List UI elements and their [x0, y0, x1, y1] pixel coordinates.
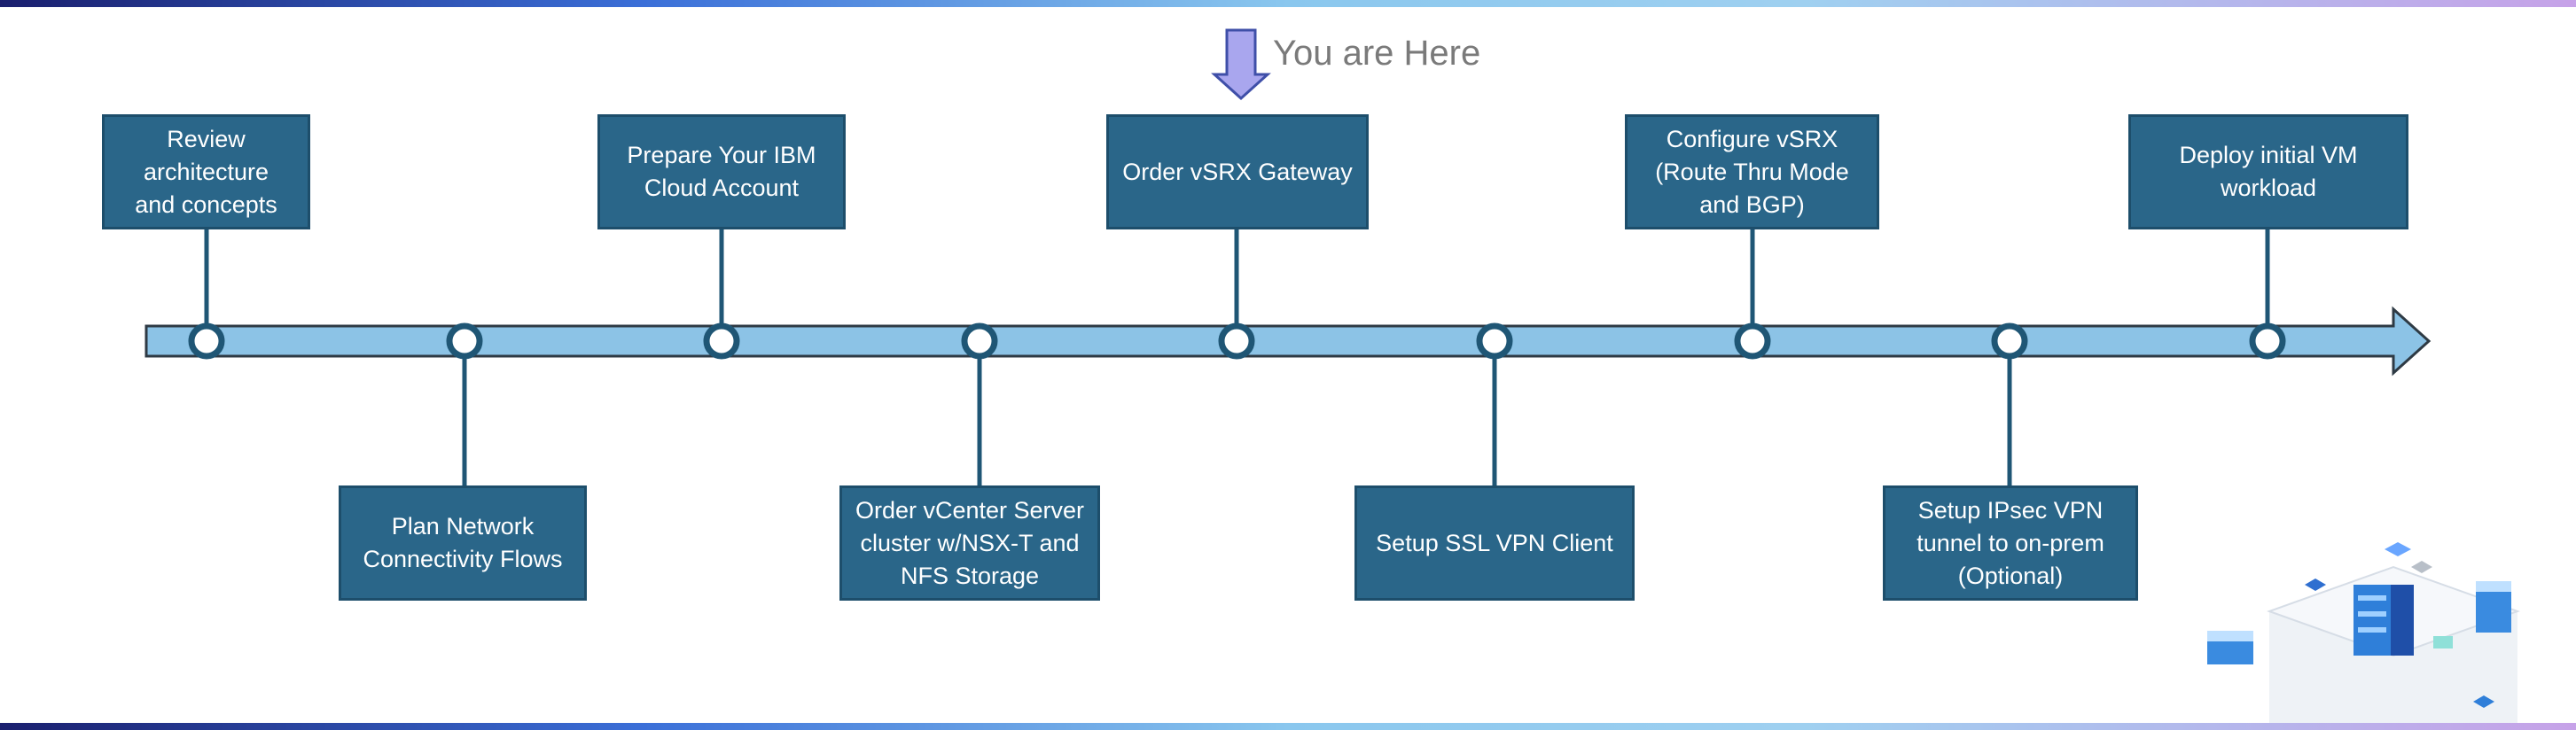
you-are-here-label: You are Here	[1273, 34, 1481, 73]
step-label: Review architecture and concepts	[135, 125, 277, 218]
step-box: Setup IPsec VPN tunnel to on-prem (Optio…	[1883, 485, 2138, 601]
timeline-node	[1218, 322, 1255, 360]
step-box: Order vCenter Server cluster w/NSX-T and…	[839, 485, 1100, 601]
timeline-node	[961, 322, 998, 360]
timeline-node	[2249, 322, 2286, 360]
step-box: Deploy initial VM workload	[2128, 114, 2408, 229]
step-box: Configure vSRX (Route Thru Mode and BGP)	[1625, 114, 1879, 229]
step-label: Configure vSRX (Route Thru Mode and BGP)	[1655, 125, 1849, 218]
timeline-node	[703, 322, 740, 360]
step-box: Review architecture and concepts	[102, 114, 310, 229]
down-arrow-icon	[1211, 28, 1271, 101]
step-label: Plan Network Connectivity Flows	[363, 513, 563, 572]
step-label: Prepare Your IBM Cloud Account	[627, 142, 816, 201]
step-label: Order vSRX Gateway	[1122, 158, 1353, 185]
top-gradient-border	[0, 0, 2576, 7]
timeline-arrow	[144, 306, 2432, 377]
timeline-node	[1476, 322, 1513, 360]
step-box: Plan Network Connectivity Flows	[339, 485, 587, 601]
step-label: Deploy initial VM workload	[2179, 142, 2358, 201]
step-box: Setup SSL VPN Client	[1354, 485, 1635, 601]
server-cluster-illustration-icon	[2207, 542, 2520, 726]
timeline-node	[1991, 322, 2028, 360]
step-label: Setup SSL VPN Client	[1376, 529, 1613, 556]
timeline-node	[446, 322, 483, 360]
step-label: Order vCenter Server cluster w/NSX-T and…	[855, 496, 1085, 589]
bottom-gradient-border	[0, 723, 2576, 730]
timeline-nodes	[188, 322, 2286, 360]
timeline-node	[1734, 322, 1771, 360]
step-box: Prepare Your IBM Cloud Account	[597, 114, 846, 229]
timeline-node	[188, 322, 225, 360]
step-label: Setup IPsec VPN tunnel to on-prem (Optio…	[1916, 496, 2104, 589]
step-box: Order vSRX Gateway	[1106, 114, 1369, 229]
connector-lines	[204, 229, 2270, 485]
